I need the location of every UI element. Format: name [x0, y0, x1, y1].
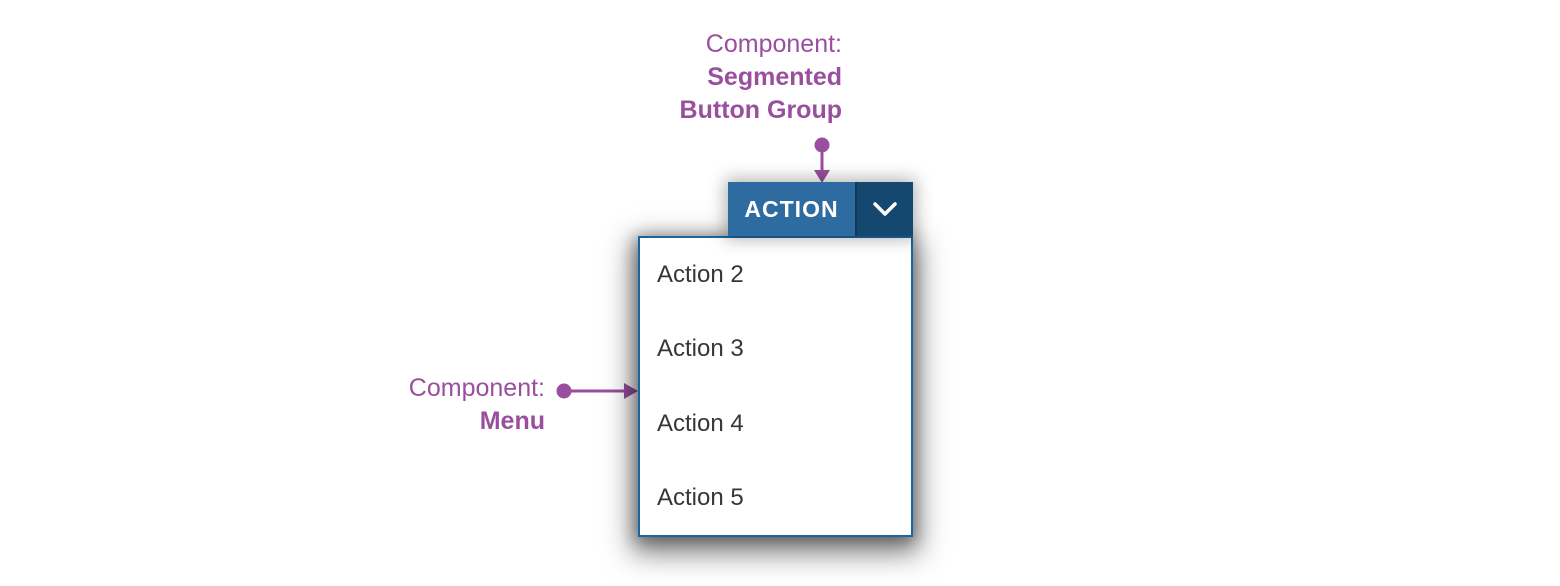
menu-item-action-5[interactable]: Action 5 — [640, 460, 911, 535]
menu-item-action-4[interactable]: Action 4 — [640, 386, 911, 461]
connector-arrow-right — [556, 383, 638, 399]
annotation-line: Component: — [408, 374, 545, 402]
annotation-line: Button Group — [679, 96, 842, 124]
dropdown-toggle-button[interactable] — [855, 182, 913, 236]
dropdown-menu: Action 2 Action 3 Action 4 Action 5 — [638, 236, 913, 537]
annotation-line: Segmented — [707, 63, 842, 91]
chevron-down-icon — [873, 202, 897, 216]
connector-arrow-down — [814, 137, 830, 183]
action-button[interactable]: ACTION — [728, 182, 855, 236]
annotation-line: Menu — [479, 407, 545, 435]
menu-item-action-2[interactable]: Action 2 — [640, 238, 911, 313]
menu-item-action-3[interactable]: Action 3 — [640, 312, 911, 387]
annotation-segmented-button-group: Component: Segmented Button Group — [680, 28, 842, 127]
annotation-line: Component: — [705, 30, 842, 58]
segmented-button-group: ACTION — [728, 182, 913, 236]
annotation-menu: Component: Menu — [409, 372, 545, 438]
